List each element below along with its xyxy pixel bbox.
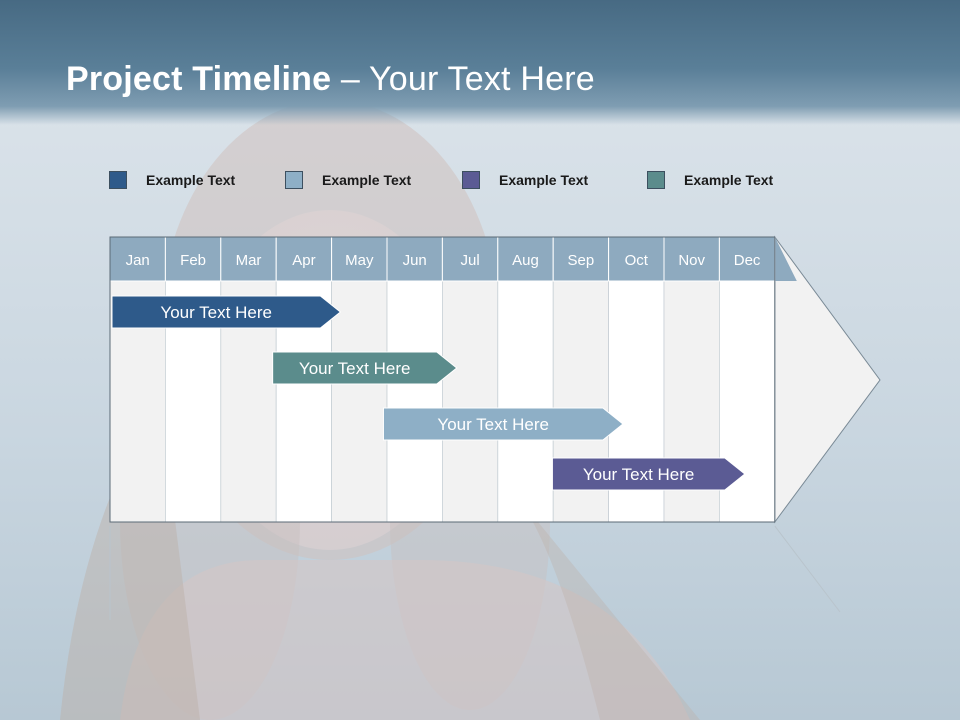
- month-label: May: [345, 252, 374, 269]
- month-label: Apr: [292, 252, 315, 269]
- month-column: [331, 280, 388, 523]
- task-label: Your Text Here: [437, 415, 549, 434]
- task-label: Your Text Here: [160, 303, 272, 322]
- month-label: Jul: [461, 252, 480, 269]
- legend-label: Example Text: [684, 172, 774, 188]
- month-label: Jan: [126, 252, 150, 269]
- task-label: Your Text Here: [583, 465, 695, 484]
- month-column: [497, 280, 554, 523]
- timeline-frame: [109, 236, 776, 523]
- legend-label: Example Text: [146, 172, 236, 188]
- task-bar: [551, 457, 746, 491]
- month-column: [386, 280, 443, 523]
- month-label: Dec: [734, 252, 761, 269]
- reflection-line: [774, 525, 841, 613]
- title-subtitle: – Your Text Here: [331, 60, 595, 98]
- legend-swatch: [647, 171, 665, 189]
- month-label: Feb: [180, 252, 206, 269]
- month-header-cell: [497, 236, 554, 282]
- header-band: [0, 0, 960, 125]
- month-label: Sep: [568, 252, 595, 269]
- month-header-cell: [331, 236, 388, 282]
- task-bar: [382, 407, 624, 441]
- month-column: [441, 280, 499, 523]
- task-label: Your Text Here: [299, 359, 411, 378]
- legend-swatch: [109, 171, 127, 189]
- month-label: Nov: [678, 252, 705, 269]
- task-bar: [272, 351, 458, 385]
- legend-label: Example Text: [322, 172, 412, 188]
- legend-swatch: [285, 171, 303, 189]
- legend-swatch: [462, 171, 480, 189]
- arrow-head-cap: [774, 237, 797, 281]
- month-header-cell: [386, 236, 443, 282]
- month-label: Jun: [403, 252, 427, 269]
- month-label: Oct: [625, 252, 649, 269]
- month-label: Mar: [236, 252, 262, 269]
- task-bar: [111, 295, 342, 329]
- legend-label: Example Text: [499, 172, 589, 188]
- month-header-cell: [608, 236, 665, 282]
- month-header-cell: [441, 236, 499, 282]
- month-header-cell: [663, 236, 720, 282]
- page-title: Project Timeline – Your Text Here: [66, 60, 595, 99]
- month-header-cell: [718, 236, 776, 282]
- title-main: Project Timeline: [66, 60, 332, 98]
- month-header-cell: [164, 236, 222, 282]
- month-label: Aug: [512, 252, 539, 269]
